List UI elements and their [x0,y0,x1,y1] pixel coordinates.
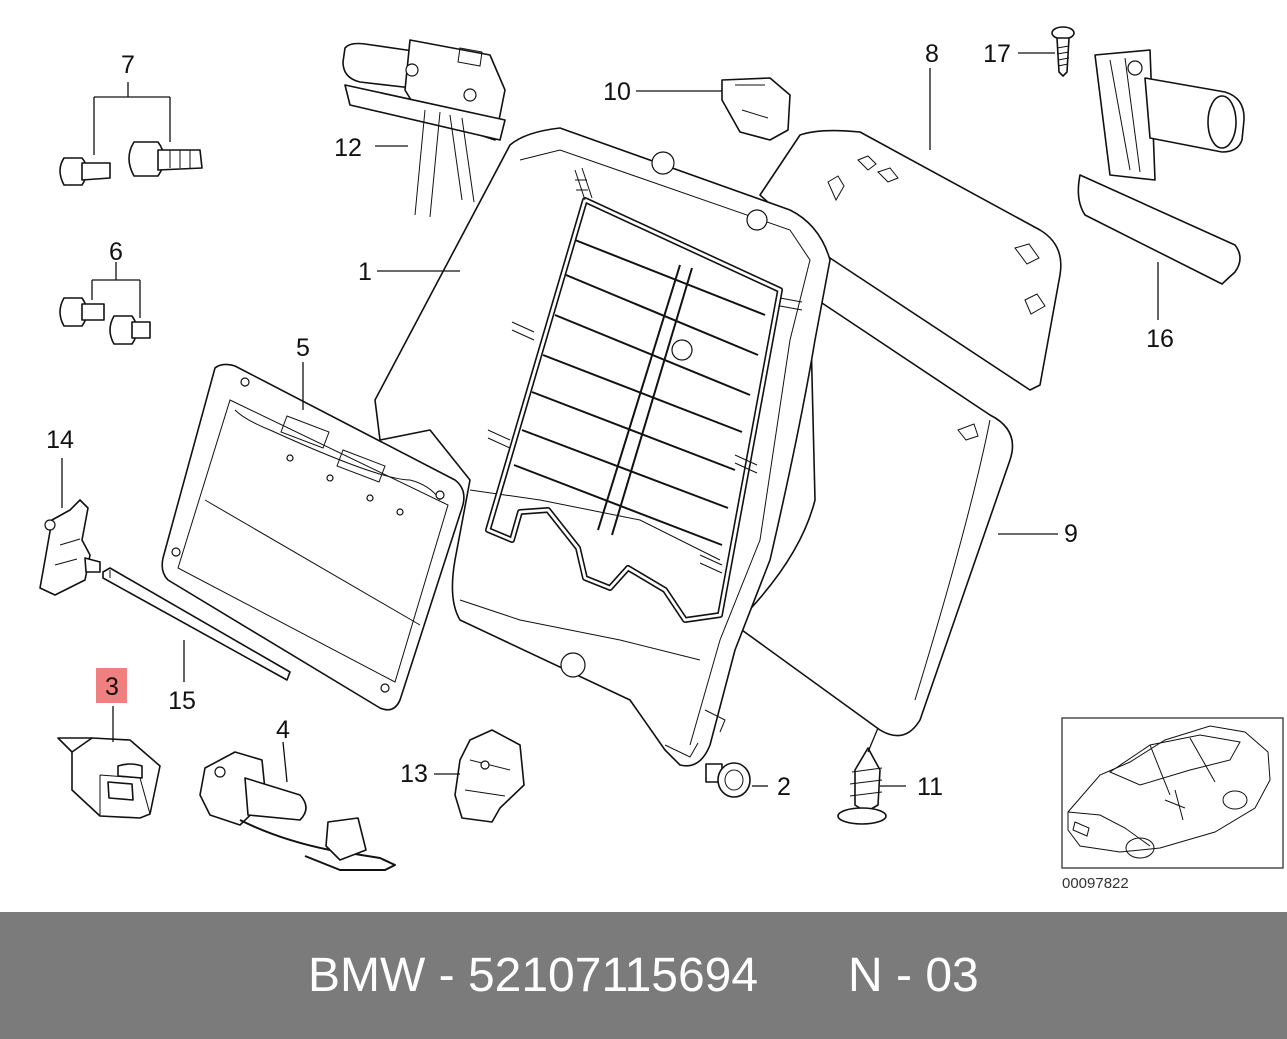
part-6-bolts [59,297,151,345]
label-15: 15 [168,687,196,715]
part-3-control-unit [57,737,161,819]
part-12-motor-rails [342,39,506,218]
car-thumbnail: 00097822 [1061,717,1284,892]
label-11: 11 [917,773,943,801]
part-9-backrest-pad [734,294,1014,737]
label-8: 8 [925,40,939,68]
part-16-actuator-bracket [1077,49,1245,285]
label-17: 17 [983,40,1011,68]
part-1-backrest-frame [374,127,831,767]
leader-lines [61,52,1159,787]
label-3-highlighted: 3 [96,668,127,703]
part-14-sensor [39,499,101,596]
label-5: 5 [296,334,310,362]
reference-code: 00097822 [1062,875,1129,892]
part-15-cable [102,567,291,681]
footer-position: N - 03 [848,949,979,1002]
part-8-back-panel [759,129,1062,391]
label-9: 9 [1064,520,1078,548]
part-5-trim-panel [161,363,465,711]
callout-labels: 7 6 12 10 8 17 16 1 5 14 9 15 3 4 13 2 1… [46,40,1174,801]
label-13: 13 [400,760,428,788]
label-12: 12 [334,134,362,162]
label-14: 14 [46,426,74,454]
part-7-bolts [59,141,203,186]
part-10-clip [721,77,791,141]
footer-bar: BMW - 52107115694 N - 03 [0,912,1287,1039]
label-6: 6 [109,238,123,266]
label-2: 2 [777,773,791,801]
label-10: 10 [603,78,631,106]
exploded-parts-diagram: 7 6 12 10 8 17 16 1 5 14 9 15 3 4 13 2 1… [39,26,1284,892]
part-4-harness [199,751,396,871]
label-4: 4 [276,716,290,744]
part-13-latch [454,729,525,823]
label-16: 16 [1146,325,1174,353]
label-1: 1 [358,258,372,286]
footer-part-number: BMW - 52107115694 [308,949,759,1002]
label-7: 7 [121,51,135,79]
part-2-plug [705,762,751,798]
part-11-clip-pin [837,747,887,825]
part-17-screw [1051,26,1075,77]
label-3: 3 [105,673,119,701]
